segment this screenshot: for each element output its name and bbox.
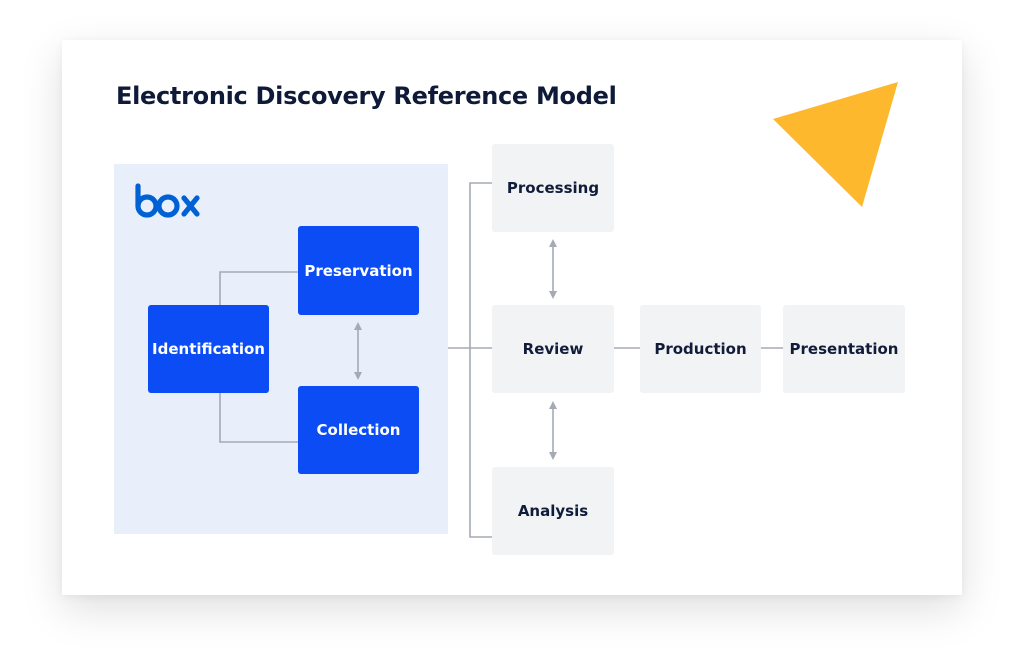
node-presentation: Presentation — [783, 305, 905, 393]
box-logo — [135, 183, 200, 218]
node-identification: Identification — [148, 305, 269, 393]
node-production: Production — [640, 305, 761, 393]
node-analysis: Analysis — [492, 467, 614, 555]
connector-identification-preservation — [219, 271, 298, 305]
connector-bracket — [469, 182, 492, 538]
node-processing: Processing — [492, 144, 614, 232]
diagram-title: Electronic Discovery Reference Model — [116, 82, 617, 110]
node-preservation: Preservation — [298, 226, 419, 315]
node-review: Review — [492, 305, 614, 393]
node-collection: Collection — [298, 386, 419, 474]
connector-identification-collection — [219, 393, 298, 443]
